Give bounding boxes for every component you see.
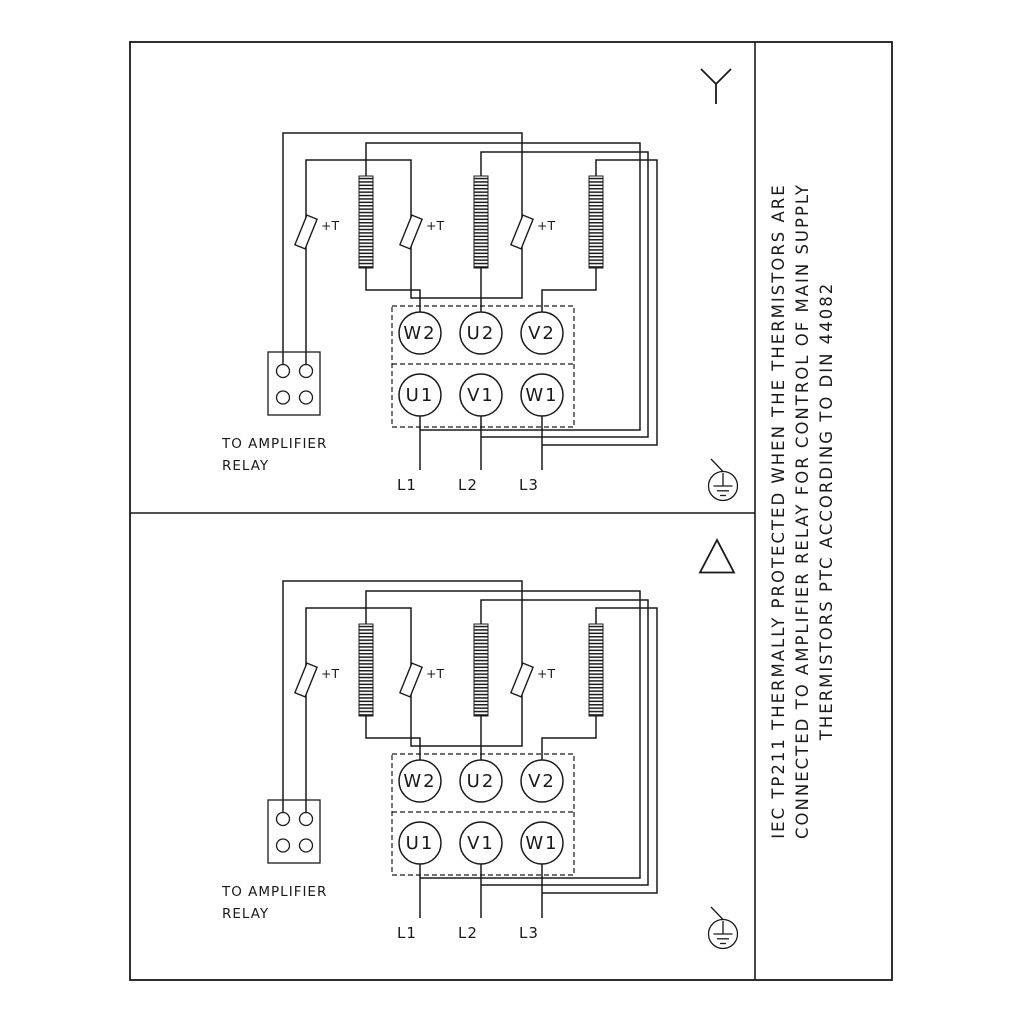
thermistor-label: +T <box>537 666 555 681</box>
supply-l3-label: L3 <box>519 476 539 494</box>
relay-caption-line1: TO AMPLIFIER <box>221 884 327 900</box>
terminal-w1-label: W1 <box>525 385 558 406</box>
terminal-u1-label: U1 <box>406 833 435 854</box>
star-symbol <box>700 68 732 104</box>
relay-caption-line1: TO AMPLIFIER <box>221 436 327 452</box>
terminal-u2-label: U2 <box>467 771 496 792</box>
delta-symbol <box>698 538 736 574</box>
panel-star: +T +T +T W2 U2 V2 U1 V1 W1 TO AMPLIFIER … <box>221 68 732 494</box>
thermistor-label: +T <box>321 218 339 233</box>
relay-caption-line2: RELAY <box>222 458 269 474</box>
terminal-v1-label: V1 <box>467 833 495 854</box>
terminal-w2-label: W2 <box>403 771 436 792</box>
thermistor-label: +T <box>537 218 555 233</box>
supply-l2-label: L2 <box>458 924 478 942</box>
thermistor-label: +T <box>426 218 444 233</box>
terminal-u2-label: U2 <box>467 323 496 344</box>
supply-l1-label: L1 <box>397 924 417 942</box>
terminal-v2-label: V2 <box>528 771 556 792</box>
terminal-v1-label: V1 <box>467 385 495 406</box>
note-line-2: CONNECTED TO AMPLIFIER RELAY FOR CONTROL… <box>793 183 812 839</box>
note-line-3: THERMISTORS PTC ACCORDING TO DIN 44082 <box>817 282 836 741</box>
note-text: IEC TP211 THERMALLY PROTECTED WHEN THE T… <box>769 183 836 839</box>
terminal-u1-label: U1 <box>406 385 435 406</box>
supply-l2-label: L2 <box>458 476 478 494</box>
terminal-w2-label: W2 <box>403 323 436 344</box>
relay-caption-line2: RELAY <box>222 906 269 922</box>
terminal-w1-label: W1 <box>525 833 558 854</box>
terminal-v2-label: V2 <box>528 323 556 344</box>
diagram-border <box>129 41 893 981</box>
thermistor-label: +T <box>426 666 444 681</box>
supply-l3-label: L3 <box>519 924 539 942</box>
note-line-1: IEC TP211 THERMALLY PROTECTED WHEN THE T… <box>769 183 788 838</box>
thermistor-label: +T <box>321 666 339 681</box>
supply-l1-label: L1 <box>397 476 417 494</box>
panel-delta: +T +T +T W2 U2 V2 U1 V1 W1 TO AMPLIFIER … <box>221 538 736 942</box>
